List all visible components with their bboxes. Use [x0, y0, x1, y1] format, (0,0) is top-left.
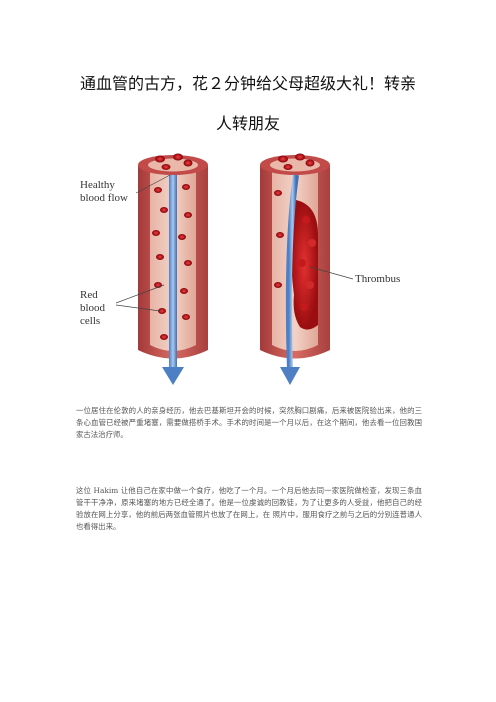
leader-lines	[115, 174, 354, 312]
thrombus-clot	[290, 200, 318, 330]
thrombus-vessel	[260, 153, 330, 385]
paragraph-1: 一位居住在伦敦的人的亲身经历，他去巴基斯坦开会的时候，突然胸口剧痛，后来被医院验…	[76, 406, 422, 439]
paragraph-2: 这位 Hakim 让他自己在家中做一个食疗，他吃了一个月。一个月后他去同一家医院…	[76, 486, 422, 531]
label-red-line2: blood	[80, 302, 106, 314]
figure-labels: Healthy blood flow Red blood cells Throm…	[80, 179, 400, 327]
title-line-1: 通血管的古方，花２分钟给父母超级大礼！转亲	[79, 74, 416, 93]
red-blood-cells	[152, 153, 193, 340]
blood-vessel-illustration: Healthy blood flow Red blood cells Throm…	[80, 153, 400, 385]
healthy-flow-arrow-icon	[162, 175, 184, 385]
healthy-vessel	[138, 153, 208, 385]
label-healthy-line2: blood flow	[80, 192, 128, 204]
restricted-flow-arrow-icon	[280, 174, 300, 385]
label-healthy-line1: Healthy	[80, 179, 115, 191]
title-line-2: 人转朋友	[215, 114, 280, 133]
label-thrombus: Thrombus	[355, 273, 400, 285]
red-blood-cells	[274, 153, 315, 288]
label-red-line1: Red	[80, 289, 98, 301]
label-red-line3: cells	[80, 315, 100, 327]
